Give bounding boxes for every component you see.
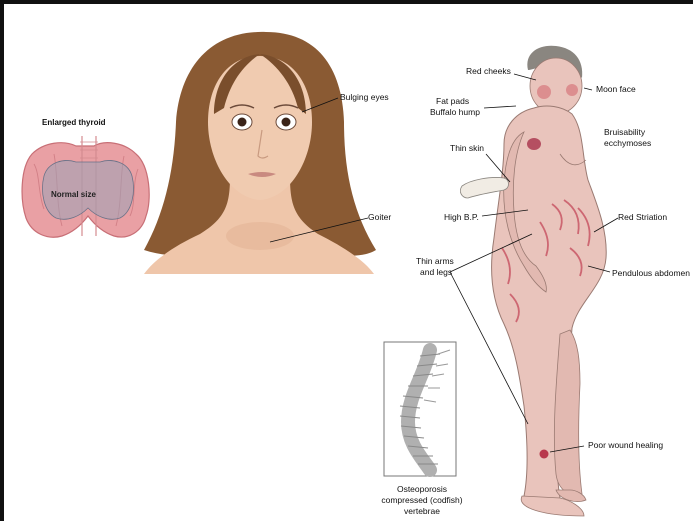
thyroid-title: Enlarged thyroid: [42, 118, 106, 127]
spine-caption-3: vertebrae: [404, 506, 440, 516]
body-illustration: Red cheeks Moon face Fat pads Buffalo hu…: [416, 46, 690, 516]
label-bulging-eyes: Bulging eyes: [340, 92, 389, 102]
back-leg: [554, 330, 582, 495]
red-cheek-right: [566, 84, 578, 96]
spine-caption-1: Osteoporosis: [397, 484, 447, 494]
illustration-svg: Enlarged thyroid Normal size: [4, 4, 693, 525]
label-red-cheeks: Red cheeks: [466, 66, 511, 76]
leader-fat-pads: [484, 106, 516, 108]
goiter-swelling: [226, 222, 294, 250]
label-pendulous-abdomen: Pendulous abdomen: [612, 268, 690, 278]
leader-moon-face: [584, 88, 592, 90]
label-thin-skin: Thin skin: [450, 143, 484, 153]
label-buffalo-hump: Buffalo hump: [430, 107, 480, 117]
label-high-bp: High B.P.: [444, 212, 479, 222]
label-fat-pads: Fat pads: [436, 96, 469, 106]
label-ecchymoses: ecchymoses: [604, 138, 651, 148]
face-illustration: Bulging eyes Goiter: [144, 32, 391, 274]
label-bruisability: Bruisability: [604, 127, 646, 137]
label-moon-face: Moon face: [596, 84, 636, 94]
label-red-striation: Red Striation: [618, 212, 667, 222]
bruise: [527, 138, 541, 150]
thyroid-illustration: Enlarged thyroid Normal size: [22, 118, 149, 237]
label-goiter: Goiter: [368, 212, 391, 222]
label-thin-arms: Thin arms: [416, 256, 454, 266]
right-pupil: [282, 118, 291, 127]
red-cheek-left: [537, 85, 551, 99]
wound: [540, 450, 549, 459]
label-poor-wound-healing: Poor wound healing: [588, 440, 663, 450]
thyroid-normal-size-label: Normal size: [51, 190, 96, 199]
spine-illustration: Osteoporosis compressed (codfish) verteb…: [381, 342, 462, 516]
spine-caption-2: compressed (codfish): [381, 495, 462, 505]
left-pupil: [238, 118, 247, 127]
label-and-legs: and legs: [420, 267, 452, 277]
